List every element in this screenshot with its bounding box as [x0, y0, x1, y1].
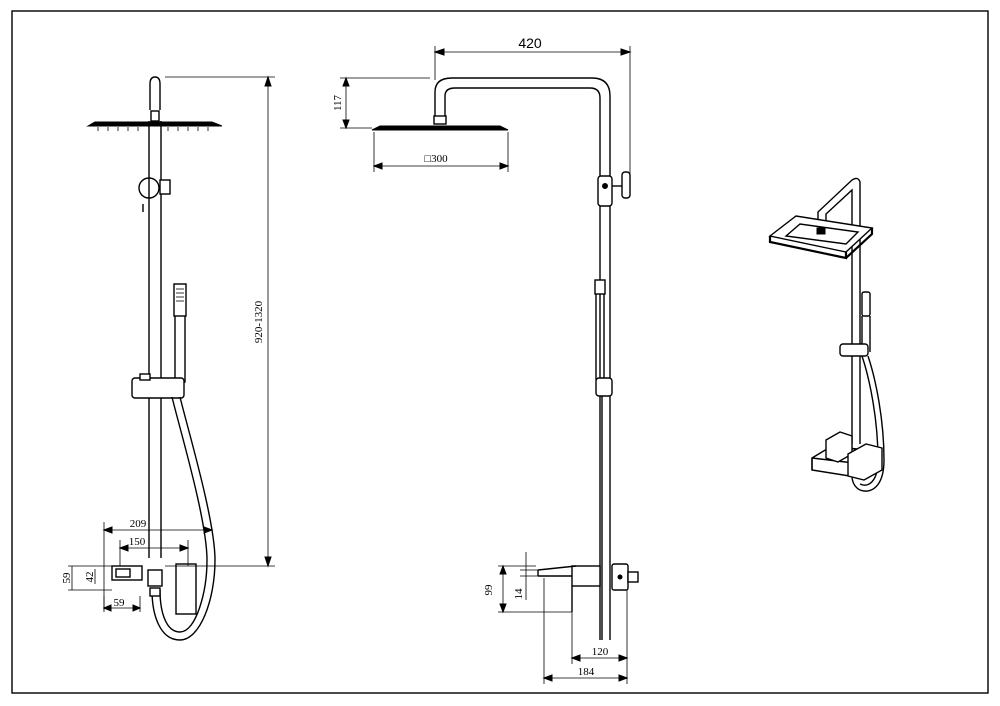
dim-spout-120: 120: [592, 646, 609, 658]
side-slider-bracket: [131, 377, 185, 399]
side-shower-head: [86, 121, 223, 127]
dim-height-range: 920-1320: [253, 300, 265, 343]
dim-height-99: 99: [483, 584, 495, 596]
iso-slider-bracket: [839, 343, 869, 357]
side-mixer-handle: [175, 563, 197, 615]
front-spout: [537, 565, 577, 577]
dim-height-42: 42: [84, 572, 96, 583]
dim-head-size: □300: [424, 153, 448, 165]
dim-spout-184: 184: [578, 666, 595, 678]
dim-height-59: 59: [61, 572, 73, 584]
front-shower-head: [371, 125, 509, 131]
dim-depth-59: 59: [114, 597, 126, 609]
dim-arm-length: 420: [518, 35, 542, 51]
dim-head-height: 117: [332, 94, 344, 111]
side-hand-shower-handle: [174, 316, 186, 383]
drawing-frame: [11, 10, 989, 694]
isometric-view: [768, 177, 885, 492]
side-wall-bracket: [138, 177, 160, 199]
side-hose: [151, 396, 216, 641]
iso-shower-arm: [817, 177, 861, 248]
iso-spout: [847, 443, 883, 481]
front-view: 420 117 □300 99 14 120: [332, 35, 639, 684]
front-hand-shower: [595, 282, 605, 380]
dim-width-209: 209: [130, 518, 147, 530]
side-view: 920-1320 209 150 59 42 59: [61, 75, 275, 641]
dim-height-14: 14: [513, 588, 525, 600]
side-hand-shower-head: [173, 283, 187, 317]
front-shower-arm: [434, 77, 611, 182]
front-mixer-body: [571, 565, 601, 587]
iso-hand-shower: [861, 291, 871, 317]
front-wall-bracket: [597, 175, 613, 207]
side-mixer-valve: [147, 569, 163, 587]
front-slider-bracket: [595, 377, 613, 397]
side-head-connector: [150, 110, 160, 122]
iso-hose: [851, 355, 885, 492]
dim-width-150: 150: [129, 536, 146, 548]
side-arm-riser: [149, 76, 161, 110]
